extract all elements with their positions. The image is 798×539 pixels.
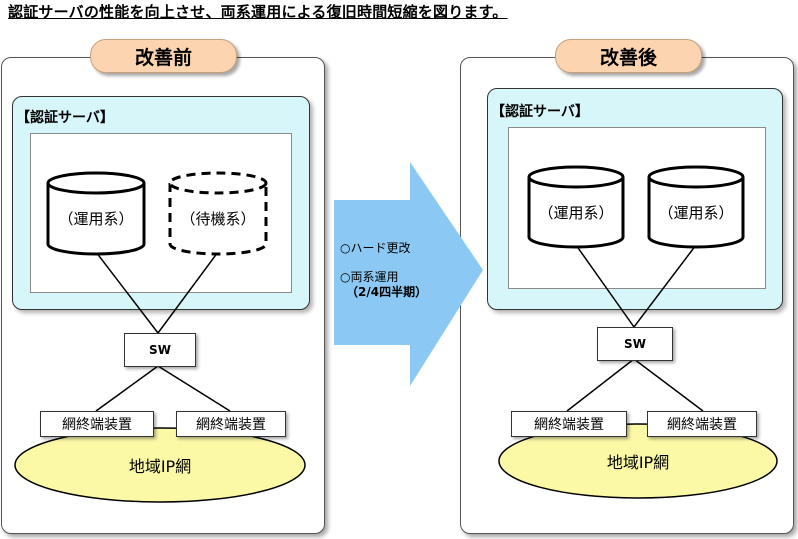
arrow-text-dual-operation: ○両系運用 [340,270,399,284]
before-terminal-2: 網終端装置 [176,411,286,437]
after-sw-box: SW [597,327,673,361]
before-line-sw-term1 [95,365,159,412]
after-line-sw-term1 [566,358,635,412]
after-terminal-1: 網終端装置 [511,411,627,437]
before-db1-label: （運用系） [58,210,133,228]
before-line-sw-term2 [157,365,231,412]
arrow-text-period: （2/4四半期） [346,285,428,299]
after-tab-label: 改善後 [555,39,702,73]
after-line-db2-sw [633,244,697,328]
after-terminal-2: 網終端装置 [647,411,757,437]
after-auth-server-label: 【認証サーバ】 [491,104,589,120]
before-network-label: 地域IP網 [129,457,191,476]
after-line-sw-term2 [633,358,704,412]
arrow-text-hardware: ○ハード更改 [340,241,411,255]
before-network-ellipse [14,427,306,503]
after-db1-label: （運用系） [538,204,613,222]
after-db2-label: （運用系） [658,204,733,222]
before-db1-cylinder [46,171,146,256]
before-db2-label: （待機系） [180,210,255,228]
after-db1-cylinder [527,165,625,249]
after-line-db1-sw [575,244,635,328]
page-title: 認証サーバの性能を向上させ、両系運用による復旧時間短縮を図ります。 [8,3,508,21]
after-network-ellipse [498,423,778,499]
after-network-label: 地域IP網 [607,453,669,472]
transition-arrow [334,162,483,386]
before-db2-cylinder [168,171,268,256]
after-db2-cylinder [647,165,745,249]
before-terminal-1: 網終端装置 [40,411,154,437]
before-line-db2-sw [157,251,219,334]
before-sw-box: SW [124,333,196,367]
before-line-db1-sw [95,251,159,334]
before-auth-server-label: 【認証サーバ】 [16,110,114,126]
before-tab-label: 改善前 [90,39,237,73]
